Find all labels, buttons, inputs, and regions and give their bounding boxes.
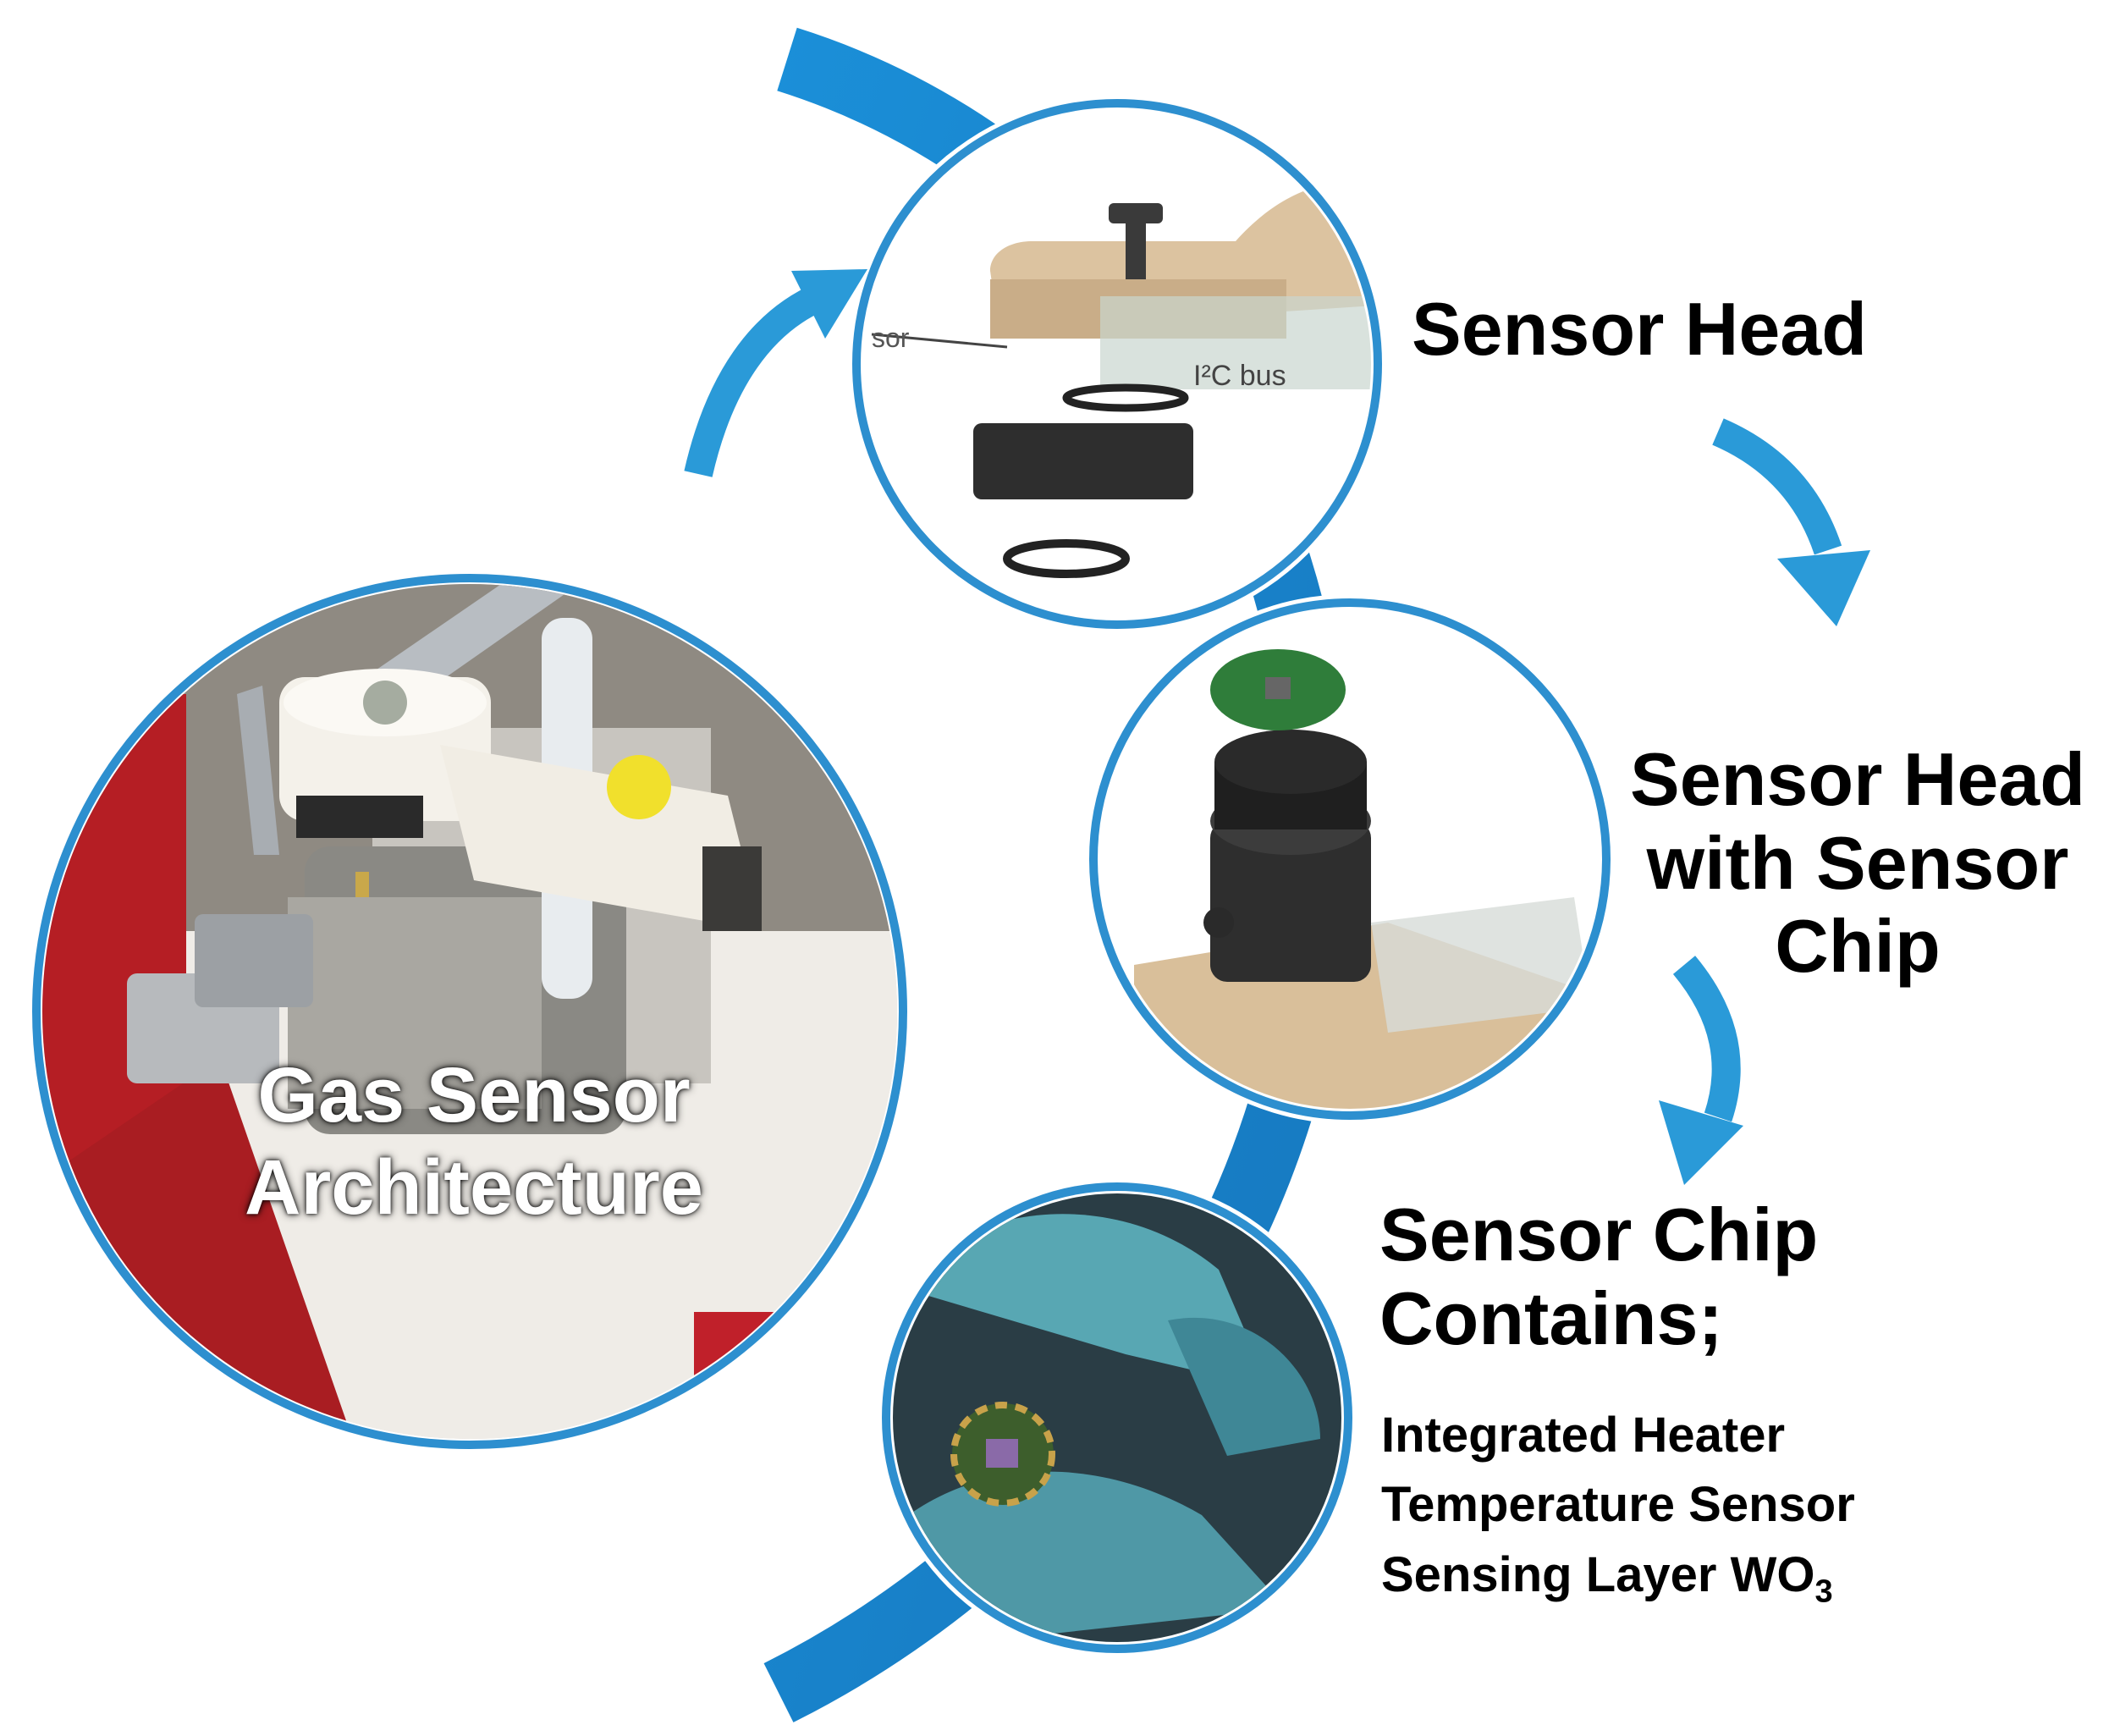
sensor-chip-contains-label: Sensor Chip Contains; — [1379, 1193, 1819, 1360]
component-heater: Integrated Heater — [1381, 1408, 1786, 1463]
component-temperature-sensor: Temperature Sensor — [1381, 1477, 1855, 1533]
main-photo-circle — [28, 570, 911, 1453]
chip-in-hand-circle — [878, 1178, 1357, 1657]
i2c-bus-label: I²C bus — [1193, 360, 1286, 392]
component-sensing-layer: Sensing Layer WO3 — [1381, 1546, 1833, 1610]
arrow-to-sensor-head — [684, 269, 867, 477]
fitting — [127, 914, 313, 1083]
arrow-to-head-with-chip — [1712, 418, 1870, 626]
sensor-head-chip-circle — [1085, 594, 1615, 1124]
arrow-to-sensor-chip — [1659, 956, 1743, 1185]
main-photo-caption: Gas Sensor Architecture — [220, 1050, 728, 1233]
caption-line-1: Gas Sensor — [257, 1052, 691, 1138]
chip-components-list: Integrated Heater Temperature Sensor Sen… — [1381, 1401, 1855, 1615]
sensor-head-with-chip-label: Sensor Head with Sensor Chip — [1630, 737, 2085, 989]
partial-sensor-label: sor — [872, 322, 910, 353]
sensor-head-label: Sensor Head — [1412, 287, 1867, 371]
sensor-housing — [279, 669, 762, 965]
caption-line-2: Architecture — [245, 1144, 703, 1231]
sensor-head-circle: sor I²C bus — [848, 95, 1386, 633]
